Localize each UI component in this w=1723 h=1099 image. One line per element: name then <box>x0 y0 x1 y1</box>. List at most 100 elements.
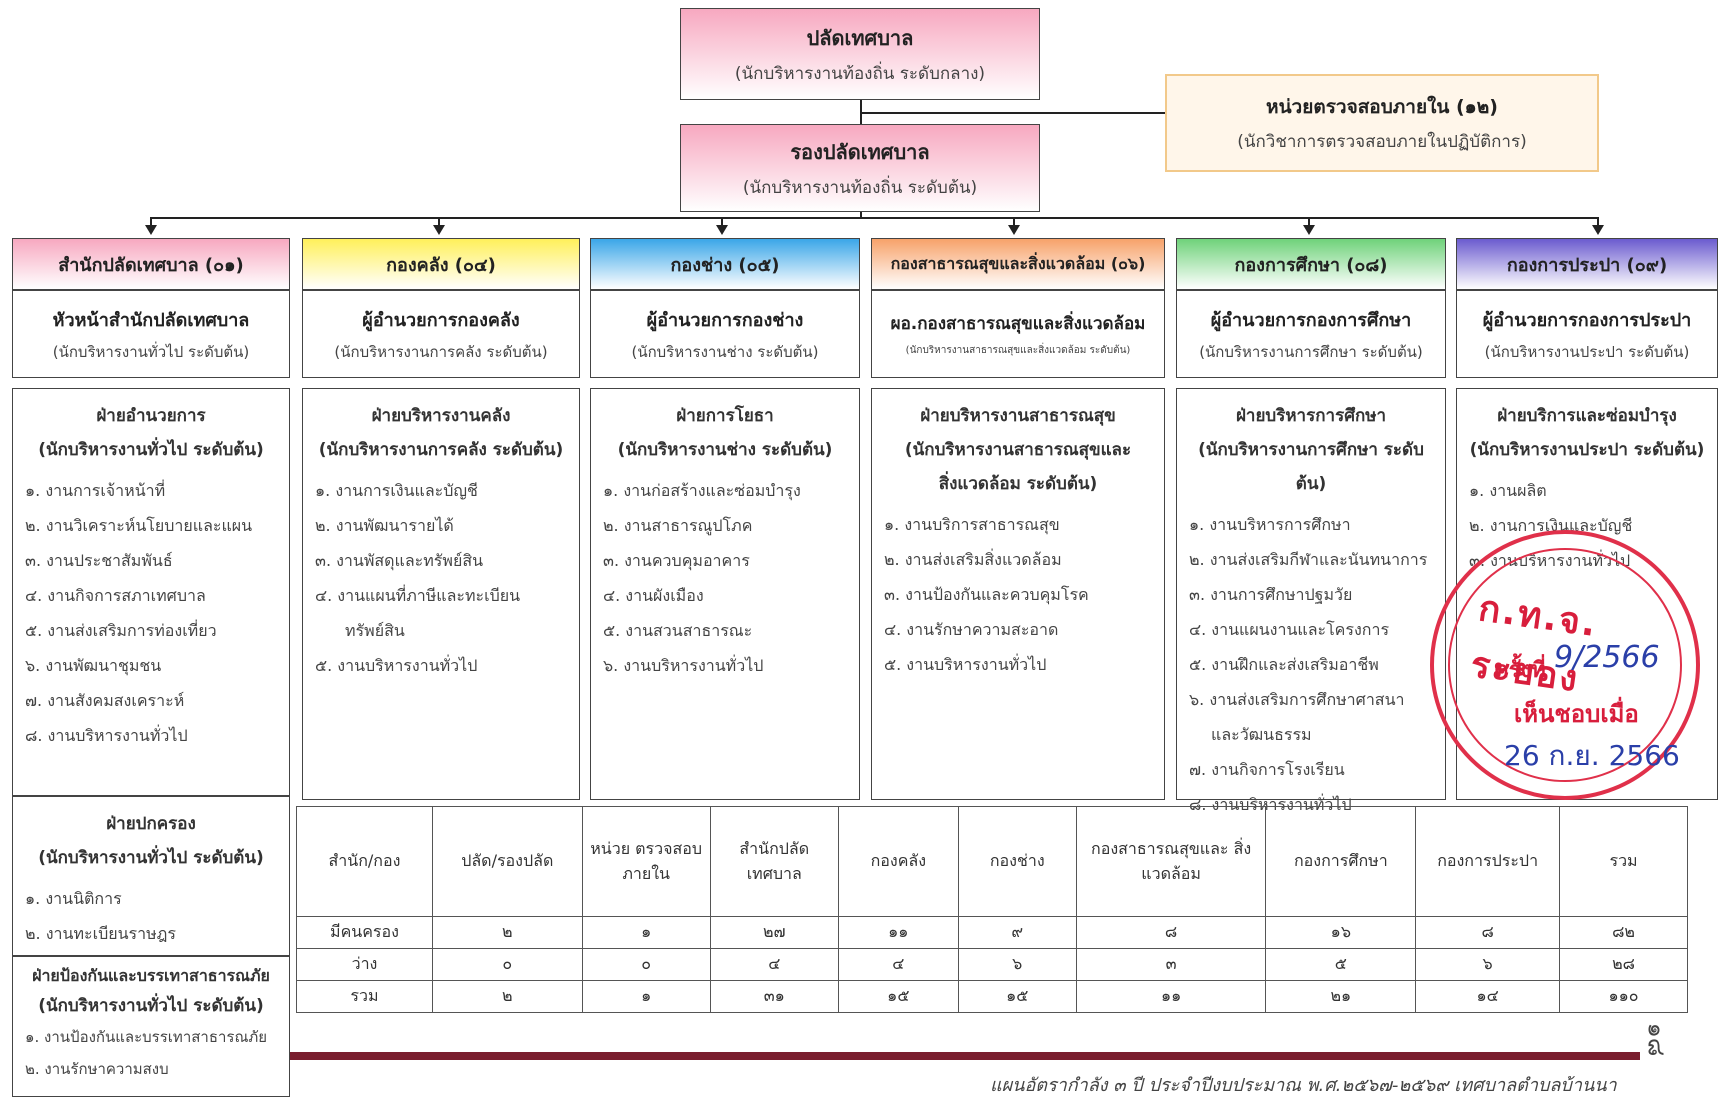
table-row: มีคนครอง ๒ ๑ ๒๗ ๑๑ ๙ ๘ ๑๖ ๘ ๘๒ <box>296 916 1688 949</box>
page-number: ๑๘ <box>1642 1022 1671 1057</box>
section-title: ฝ่ายการโยธา <box>676 406 774 426</box>
table-header-cell: กองการศึกษา <box>1265 806 1417 917</box>
list-item: ทรัพย์สิน <box>345 621 405 640</box>
clerk-box: ปลัดเทศบาล (นักบริหารงานท้องถิ่น ระดับกล… <box>680 8 1040 100</box>
table-cell: ๖ <box>1415 948 1561 981</box>
section-engineering: ฝ่ายการโยธา (นักบริหารงานช่าง ระดับต้น) … <box>590 388 860 800</box>
dept-head-title: ผู้อำนวยการกองการศึกษา <box>1210 309 1412 331</box>
dept-header-waterworks: กองการประปา (๐๙) <box>1456 238 1718 290</box>
list-item: ๒. งานรักษาความสงบ <box>25 1060 169 1078</box>
dept-head-sub: (นักบริหารงานสาธารณสุขและสิ่งแวดล้อม ระด… <box>905 345 1131 356</box>
table-header-cell: ปลัด/รองปลัด <box>431 806 583 917</box>
list-item: ๑. งานก่อสร้างและซ่อมบำรุง <box>603 481 801 500</box>
arrow-6 <box>1592 225 1604 235</box>
list-item: ๒. งานพัฒนารายได้ <box>315 516 454 535</box>
table-cell: รวม <box>296 980 433 1013</box>
section-sub-2: สิ่งแวดล้อม ระดับต้น) <box>938 474 1098 494</box>
table-cell: ๒๑ <box>1265 980 1417 1013</box>
list-item: ๑. งานการเจ้าหน้าที่ <box>25 481 166 500</box>
dept-head-title: หัวหน้าสำนักปลัดเทศบาล <box>52 309 250 331</box>
dept-header-finance: กองคลัง (๐๔) <box>302 238 580 290</box>
list-item: ๗. งานสังคมสงเคราะห์ <box>25 691 185 710</box>
table-cell: ๑๔ <box>1415 980 1561 1013</box>
list-item: ๔. งานผังเมือง <box>603 586 704 605</box>
list-item: ๘. งานบริหารงานทั่วไป <box>25 726 188 745</box>
section-sub: (นักบริหารงานช่าง ระดับต้น) <box>617 440 833 460</box>
table-cell: ๑๖ <box>1265 916 1417 949</box>
clerk-sub: (นักบริหารงานท้องถิ่น ระดับกลาง) <box>734 63 986 84</box>
table-header-row: สำนัก/กอง ปลัด/รองปลัด หน่วย ตรวจสอบ ภาย… <box>296 806 1688 917</box>
section-sub: (นักบริหารงานทั่วไป ระดับต้น) <box>38 848 264 868</box>
table-cell: มีคนครอง <box>296 916 433 949</box>
dept-header-education: กองการศึกษา (๐๘) <box>1176 238 1446 290</box>
list-item: ๔. งานรักษาความสะอาด <box>884 620 1059 639</box>
list-item: ๔. งานกิจการสภาเทศบาล <box>25 586 206 605</box>
table-row: ว่าง ๐ ๐ ๔ ๔ ๖ ๓ ๕ ๖ ๒๘ <box>296 948 1688 981</box>
table-cell: ๒ <box>431 916 583 949</box>
table-cell: ว่าง <box>296 948 433 981</box>
list-item: ๓. งานพัสดุและทรัพย์สิน <box>315 551 484 570</box>
stamp-date: 26 ก.ย. 2566 <box>1504 739 1680 772</box>
section-title: ฝ่ายบริหารงานสาธารณสุข <box>920 406 1116 426</box>
list-item: ๕. งานบริหารงานทั่วไป <box>315 656 478 675</box>
table-header-cell: หน่วย ตรวจสอบ ภายใน <box>581 806 711 917</box>
section-items: ๑. งานบริการสาธารณสุข ๒. งานส่งเสริมสิ่ง… <box>884 507 1152 682</box>
dept-head-office-clerk: หัวหน้าสำนักปลัดเทศบาล (นักบริหารงานทั่ว… <box>12 290 290 378</box>
list-item: ๒. งานส่งเสริมสิ่งแวดล้อม <box>884 550 1062 569</box>
connector-drop-6 <box>1597 217 1599 225</box>
list-item: ๔. งานแผนที่ภาษีและทะเบียน <box>315 586 521 605</box>
section-education: ฝ่ายบริหารการศึกษา (นักบริหารงานการศึกษา… <box>1176 388 1446 814</box>
list-item: ๑. งานการเงินและบัญชี <box>315 481 478 500</box>
dept-head-engineering: ผู้อำนวยการกองช่าง (นักบริหารงานช่าง ระด… <box>590 290 860 378</box>
list-item: ๕. งานฝึกและส่งเสริมอาชีพ <box>1189 655 1379 674</box>
table-header-cell: รวม <box>1559 806 1688 917</box>
arrow-4 <box>1008 225 1020 235</box>
table-cell: ๑๑๐ <box>1559 980 1688 1013</box>
connector-drop-1 <box>150 217 152 225</box>
table-cell: ๔ <box>709 948 839 981</box>
dept-head-title: ผอ.กองสาธารณสุขและสิ่งแวดล้อม <box>890 314 1146 334</box>
clerk-title: ปลัดเทศบาล <box>806 25 914 50</box>
section-sub: (นักบริหารงานสาธารณสุขและ <box>904 440 1132 460</box>
table-cell: ๑๕ <box>957 980 1077 1013</box>
table-cell: ๑ <box>581 980 711 1013</box>
table-header-cell: กองช่าง <box>957 806 1077 917</box>
list-item: ๓. งานควบคุมอาคาร <box>603 551 750 570</box>
table-header-cell: กองสาธารณสุขและ สิ่งแวดล้อม <box>1075 806 1267 917</box>
footer-text: แผนอัตรากำลัง ๓ ปี ประจำปีงบประมาณ พ.ศ.๒… <box>990 1075 1617 1096</box>
section-disaster-prevention: ฝ่ายป้องกันและบรรเทาสาธารณภัย (นักบริหาร… <box>12 956 290 1097</box>
list-item: ๕. งานสวนสาธารณะ <box>603 621 753 640</box>
table-cell: ๒๗ <box>709 916 839 949</box>
section-title: ฝ่ายบริหารการศึกษา <box>1235 406 1387 426</box>
list-item: ๔. งานแผนงานและโครงการ <box>1189 620 1390 639</box>
table-cell: ๖ <box>957 948 1077 981</box>
section-title: ฝ่ายบริหารงานคลัง <box>371 406 511 426</box>
table-cell: ๔ <box>837 948 959 981</box>
table-header-cell: กองคลัง <box>837 806 959 917</box>
list-item: ๒. งานสาธารณูปโภค <box>603 516 753 535</box>
dept-head-waterworks: ผู้อำนวยการกองการประปา (นักบริหารงานประป… <box>1456 290 1718 378</box>
table-cell: ๑ <box>581 916 711 949</box>
dept-header-engineering: กองช่าง (๐๕) <box>590 238 860 290</box>
section-sub: (นักบริหารงานการศึกษา ระดับต้น) <box>1198 440 1424 494</box>
list-item: ๖. งานบริหารงานทั่วไป <box>603 656 764 675</box>
list-item: ๒. งานวิเคราะห์นโยบายและแผน <box>25 516 253 535</box>
section-sub: (นักบริหารงานการคลัง ระดับต้น) <box>318 440 564 460</box>
section-office-clerk: ฝ่ายอำนวยการ (นักบริหารงานทั่วไป ระดับต้… <box>12 388 290 796</box>
list-item: ๓. งานป้องกันและควบคุมโรค <box>884 585 1089 604</box>
section-public-health: ฝ่ายบริหารงานสาธารณสุข (นักบริหารงานสาธา… <box>871 388 1165 800</box>
list-item: ๓. งานการศึกษาปฐมวัย <box>1189 585 1353 604</box>
stamp-inner-ring <box>1448 548 1682 782</box>
section-sub: (นักบริหารงานทั่วไป ระดับต้น) <box>38 440 264 460</box>
dept-head-sub: (นักบริหารงานทั่วไป ระดับต้น) <box>52 342 250 361</box>
list-item: ๑. งานบริการสาธารณสุข <box>884 515 1060 534</box>
section-title: ฝ่ายอำนวยการ <box>96 406 206 426</box>
list-item: ๖. งานพัฒนาชุมชน <box>25 656 162 675</box>
list-item: ๑. งานผลิต <box>1469 481 1547 500</box>
audit-unit-title: หน่วยตรวจสอบภายใน (๑๒) <box>1266 95 1498 118</box>
connector-drop-4 <box>1013 217 1015 225</box>
table-cell: ๐ <box>581 948 711 981</box>
audit-unit-box: หน่วยตรวจสอบภายใน (๑๒) (นักวิชาการตรวจสอ… <box>1165 74 1599 172</box>
dept-head-sub: (นักบริหารงานช่าง ระดับต้น) <box>631 342 819 361</box>
table-cell: ๘ <box>1075 916 1267 949</box>
